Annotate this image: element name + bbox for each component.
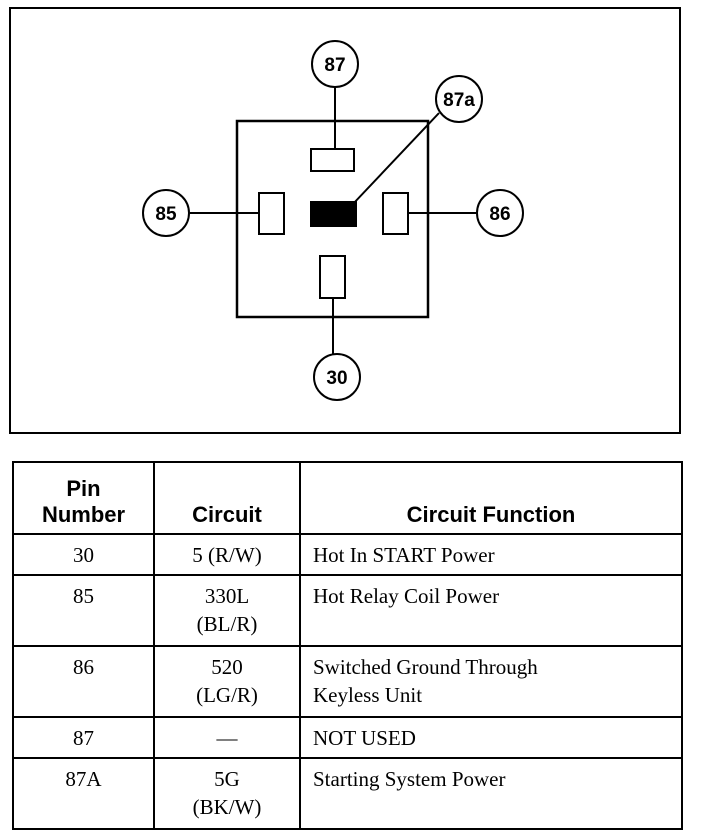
cell-circuit-line1: 330L	[204, 584, 250, 608]
terminal-87	[310, 148, 355, 172]
pin-callout-30: 30	[313, 353, 361, 401]
terminal-30	[319, 255, 346, 299]
cell-function-line1: Hot In START Power	[313, 543, 495, 567]
table-header-row: Pin Number Circuit Circuit Function	[12, 461, 683, 535]
table-row: 86 520 (LG/R) Switched Ground Through Ke…	[12, 645, 683, 718]
cell-function: Hot Relay Coil Power	[299, 574, 683, 647]
header-pin-line1: Pin	[66, 476, 101, 501]
cell-circuit-line1: 5G	[214, 767, 240, 791]
cell-circuit: 5 (R/W)	[153, 533, 301, 576]
cell-function-line1: Switched Ground Through	[313, 655, 538, 679]
cell-circuit: 520 (LG/R)	[153, 645, 301, 718]
cell-pin: 87A	[12, 757, 155, 830]
table-row: 87 — NOT USED	[12, 716, 683, 759]
pin-label-85: 85	[155, 204, 177, 225]
pin-callout-86: 86	[476, 189, 524, 237]
cell-circuit-line1: —	[216, 726, 238, 750]
diagram-panel	[9, 7, 681, 434]
header-pin-line2: Number	[41, 502, 126, 527]
table-row: 87A 5G (BK/W) Starting System Power	[12, 757, 683, 830]
cell-pin: 85	[12, 574, 155, 647]
pin-circuit-table: Pin Number Circuit Circuit Function 30 5…	[12, 461, 683, 830]
pin-label-87: 87	[324, 55, 345, 76]
cell-function: NOT USED	[299, 716, 683, 759]
leader-87a	[351, 112, 440, 206]
cell-pin: 30	[12, 533, 155, 576]
header-circuit: Circuit	[153, 461, 301, 535]
relay-pin-diagram: 87 87a 85 86 30	[142, 40, 524, 401]
cell-circuit-line1: 520	[211, 655, 243, 679]
cell-pin: 87	[12, 716, 155, 759]
header-pin-number: Pin Number	[12, 461, 155, 535]
cell-circuit-line1: 5 (R/W)	[192, 543, 262, 567]
pin-callout-87a: 87a	[435, 75, 483, 123]
cell-function: Hot In START Power	[299, 533, 683, 576]
cell-function: Starting System Power	[299, 757, 683, 830]
header-circuit-function: Circuit Function	[299, 461, 683, 535]
terminal-87a	[310, 201, 357, 227]
cell-circuit: 5G (BK/W)	[153, 757, 301, 830]
cell-function-line1: Starting System Power	[313, 767, 506, 791]
terminal-86	[382, 192, 409, 235]
cell-function-line1: Hot Relay Coil Power	[313, 584, 500, 608]
cell-circuit: —	[153, 716, 301, 759]
terminal-85	[258, 192, 285, 235]
cell-circuit: 330L (BL/R)	[153, 574, 301, 647]
table-row: 85 330L (BL/R) Hot Relay Coil Power	[12, 574, 683, 647]
pin-callout-85: 85	[142, 189, 190, 237]
cell-circuit-line2: (BK/W)	[192, 795, 262, 819]
pin-label-86: 86	[489, 204, 510, 225]
pin-label-30: 30	[326, 368, 347, 389]
table-row: 30 5 (R/W) Hot In START Power	[12, 533, 683, 576]
cell-function: Switched Ground Through Keyless Unit	[299, 645, 683, 718]
pin-callout-87: 87	[311, 40, 359, 88]
cell-circuit-line2: (BL/R)	[196, 612, 258, 636]
cell-pin: 86	[12, 645, 155, 718]
cell-function-line1: NOT USED	[313, 726, 416, 750]
cell-function-line2: Keyless Unit	[313, 683, 423, 707]
cell-circuit-line2: (LG/R)	[196, 683, 258, 707]
pin-label-87a: 87a	[443, 90, 475, 111]
